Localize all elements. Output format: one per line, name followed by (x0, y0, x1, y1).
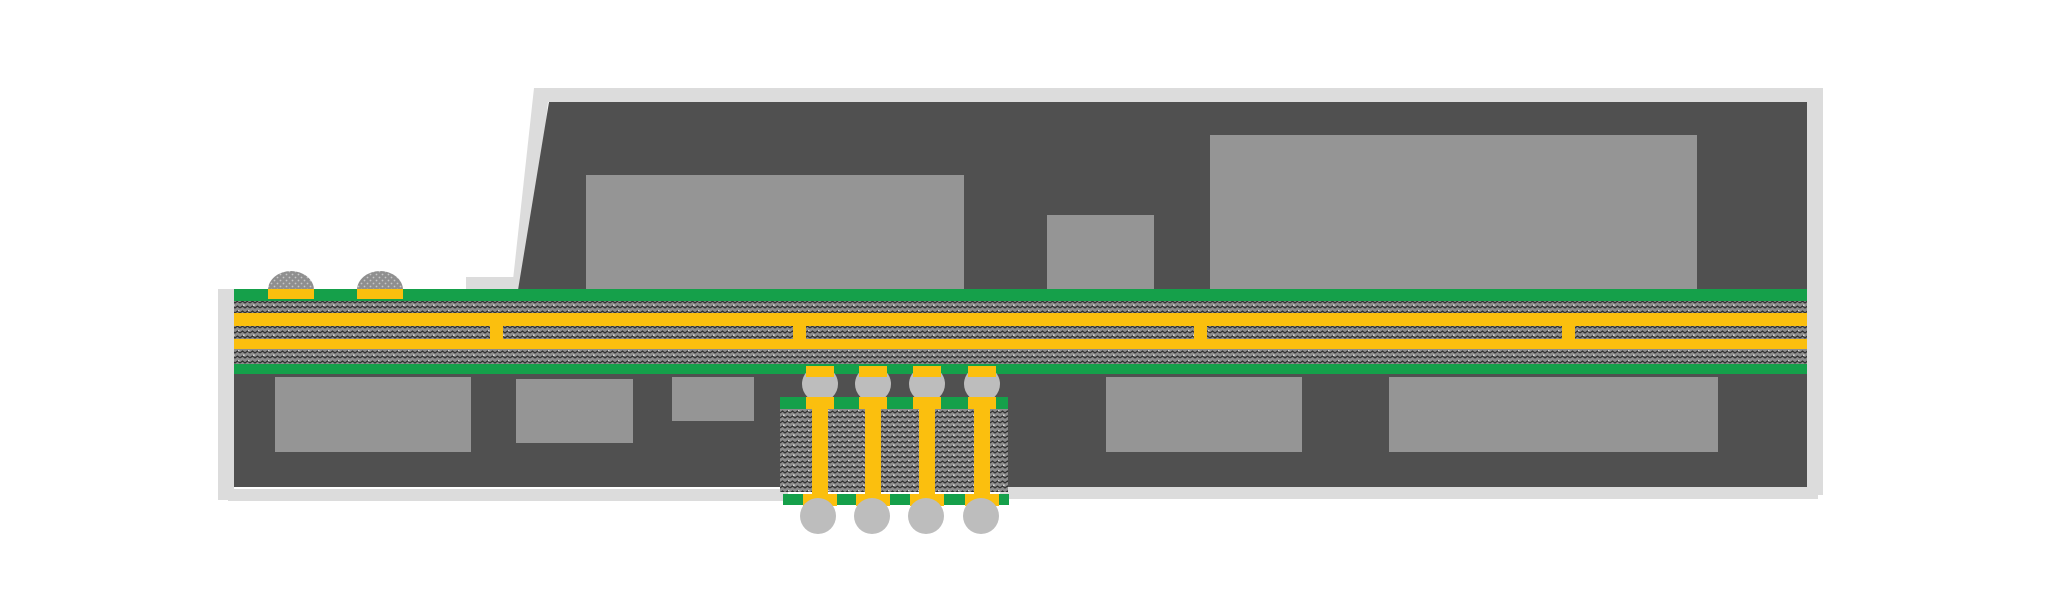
shell-bottom-right (1000, 487, 1818, 499)
pillar-shaft-3 (919, 407, 935, 497)
dome-pad-1 (268, 289, 314, 299)
top-component-2 (1047, 215, 1154, 290)
dome-2 (357, 271, 403, 290)
pillar-shaft-2 (865, 407, 881, 497)
bottom-component-1 (275, 377, 471, 452)
lower-ball-4 (963, 498, 999, 534)
copper-layer-upper (234, 313, 1807, 326)
upper-pad-2 (859, 366, 887, 377)
shell-right-edge (1807, 88, 1823, 495)
shell-bottom-left (228, 489, 788, 501)
top-component-3 (1210, 135, 1697, 290)
bottom-component-3 (672, 377, 754, 421)
interposer-pillar-3 (908, 366, 945, 534)
top-component-1 (586, 175, 964, 290)
interposer-pillar-2 (854, 366, 891, 534)
via-columns (490, 324, 1575, 341)
top-components (586, 135, 1697, 290)
lower-ball-3 (908, 498, 944, 534)
interposer-mask-top (780, 397, 1008, 409)
upper-pad-3 (913, 366, 941, 377)
lower-ball-1 (800, 498, 836, 534)
copper-layer-lower (234, 339, 1807, 349)
outer-shell (218, 88, 1823, 501)
solder-mask-top (234, 289, 1807, 301)
via-2 (793, 324, 806, 341)
shell-left-edge (218, 289, 234, 500)
via-1 (490, 324, 503, 341)
interposer-module (780, 366, 1009, 534)
upper-pad-1 (806, 366, 834, 377)
edge-domes (268, 271, 403, 299)
pillar-shaft-4 (974, 407, 990, 497)
shell-step (466, 277, 524, 290)
bottom-component-5 (1389, 377, 1718, 452)
interposer-pillar-4 (963, 366, 1000, 534)
pillar-shaft-1 (812, 407, 828, 497)
upper-pad-4 (968, 366, 996, 377)
pillar-cap-2 (859, 397, 887, 409)
via-4 (1562, 324, 1575, 341)
pillar-cap-3 (913, 397, 941, 409)
via-3 (1194, 324, 1207, 341)
dome-1 (268, 271, 314, 290)
interposer-pillar-1 (800, 366, 838, 534)
interposer-mask-bottom (783, 494, 1009, 505)
dome-pad-2 (357, 289, 403, 299)
lower-ball-2 (854, 498, 890, 534)
bottom-component-2 (516, 379, 633, 443)
bottom-component-4 (1106, 377, 1302, 452)
solder-mask-bottom (234, 364, 1807, 374)
pillar-cap-1 (806, 397, 834, 409)
bottom-components (275, 377, 1718, 452)
pillar-cap-4 (968, 397, 996, 409)
